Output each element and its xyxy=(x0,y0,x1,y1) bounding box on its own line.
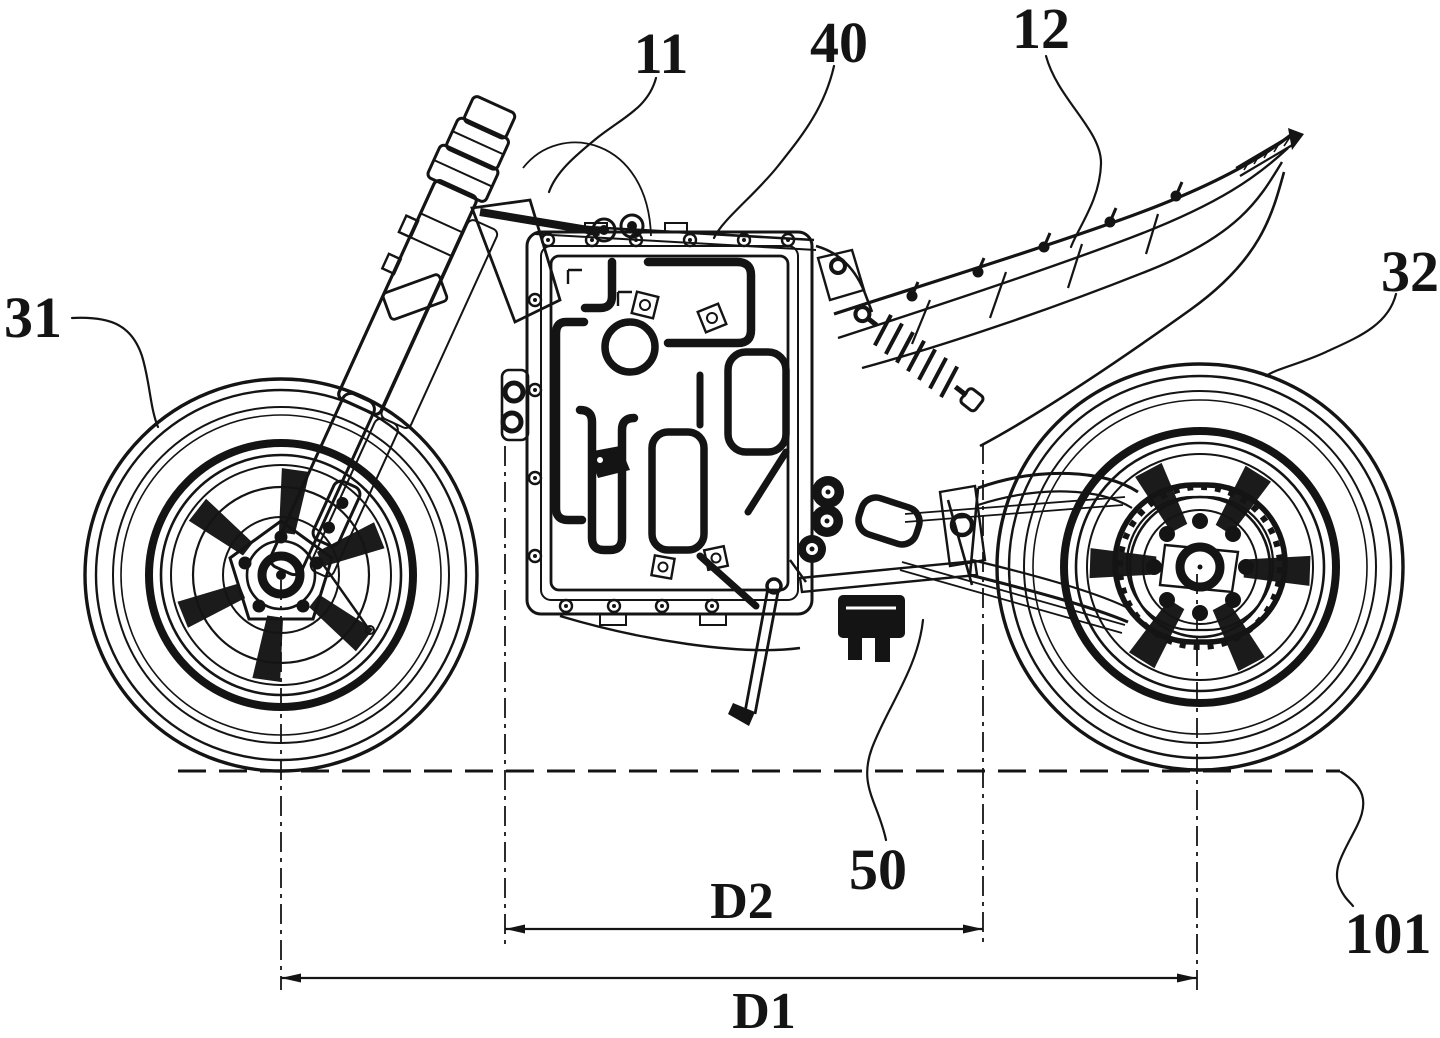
dimension-label-d2: D2 xyxy=(710,873,774,930)
leader-40 xyxy=(712,64,836,240)
swingarm xyxy=(899,471,1139,634)
dimension-d2: D2 xyxy=(505,873,983,934)
leader-50 xyxy=(866,618,925,842)
swingarm-end-loop xyxy=(1112,482,1288,645)
drive-assembly xyxy=(559,476,987,662)
leader-31 xyxy=(70,316,160,429)
rear-shock xyxy=(853,305,985,413)
label-rear-wheel: 32 xyxy=(1381,239,1439,304)
dimension-label-d1: D1 xyxy=(732,983,796,1038)
leader-11 xyxy=(547,76,658,194)
label-battery-pack: 40 xyxy=(810,10,868,75)
battery-box-channels xyxy=(551,257,790,610)
label-ground-line: 101 xyxy=(1345,901,1432,966)
leader-12 xyxy=(1044,54,1103,249)
label-seat-frame: 12 xyxy=(1012,0,1070,61)
kickstand xyxy=(728,577,783,726)
battery-box xyxy=(500,222,866,626)
reference-labels: 11 40 12 31 32 50 101 xyxy=(4,0,1439,966)
battery-box-fittings xyxy=(566,268,730,580)
rear-hub xyxy=(1146,513,1254,621)
front-wheel xyxy=(83,377,479,773)
leader-lines xyxy=(70,54,1398,908)
seat-frame xyxy=(833,128,1304,448)
centerlines xyxy=(280,444,1198,992)
fork-reflector xyxy=(381,273,449,321)
label-drive-assembly: 50 xyxy=(849,837,907,902)
main-frame-spars xyxy=(533,222,874,313)
seat-rail-bolts xyxy=(906,181,1184,302)
rear-wheel xyxy=(995,362,1405,772)
leader-32 xyxy=(1264,292,1398,378)
battery-box-left-bracket xyxy=(500,368,530,442)
dimension-d1: D1 xyxy=(281,973,1197,1038)
leader-101 xyxy=(1335,770,1365,908)
tail-tip xyxy=(1235,128,1304,177)
label-frame: 11 xyxy=(634,21,689,86)
label-front-wheel: 31 xyxy=(4,285,62,350)
